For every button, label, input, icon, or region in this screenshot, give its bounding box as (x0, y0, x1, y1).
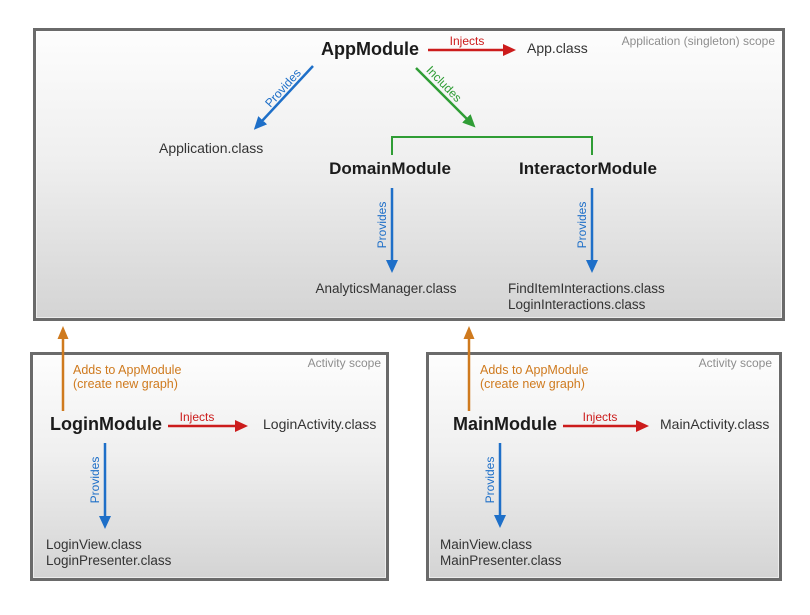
adds-note-login-line2: (create new graph) (73, 377, 178, 391)
login-module-title: LoginModule (50, 414, 162, 434)
main-view-class-text: MainView.class (440, 537, 533, 552)
main-presenter-class-text: MainPresenter.class (440, 552, 562, 568)
login-view-class-text: LoginView.class (46, 537, 142, 552)
analytics-manager-class-text: AnalyticsManager.class (315, 281, 457, 296)
provides-label-login: Provides (88, 456, 102, 504)
injects-label-login: Injects (179, 410, 215, 424)
provides-label-interactor: Provides (575, 201, 589, 249)
application-scope-box (33, 28, 785, 321)
provides-label-domain: Provides (375, 201, 389, 249)
finditem-interactions-class-text: FindItemInteractions.class (508, 281, 665, 296)
injects-label-main: Injects (582, 410, 618, 424)
adds-note-main: Adds to AppModule (create new graph) (480, 363, 588, 391)
interactor-module-title: InteractorModule (519, 159, 657, 178)
login-scope-label: Activity scope (307, 356, 381, 370)
app-class-text: App.class (527, 40, 588, 56)
injects-label-app: Injects (449, 34, 485, 48)
main-classes-list: MainView.class MainPresenter.class (440, 537, 562, 568)
adds-note-login: Adds to AppModule (create new graph) (73, 363, 181, 391)
login-classes-list: LoginView.class LoginPresenter.class (46, 537, 171, 568)
interactor-classes-list: FindItemInteractions.class LoginInteract… (508, 281, 665, 312)
main-activity-scope-box (426, 352, 782, 581)
login-activity-scope-box (30, 352, 389, 581)
application-scope-label: Application (singleton) scope (621, 34, 775, 48)
login-interactions-class-text: LoginInteractions.class (508, 296, 646, 312)
app-module-title: AppModule (321, 39, 419, 59)
adds-note-main-line1: Adds to AppModule (480, 363, 589, 377)
adds-note-main-line2: (create new graph) (480, 377, 585, 391)
main-module-title: MainModule (453, 414, 557, 434)
domain-module-title: DomainModule (329, 159, 451, 178)
provides-label-main: Provides (483, 456, 497, 504)
application-class-text: Application.class (159, 140, 264, 156)
main-activity-class-text: MainActivity.class (660, 416, 770, 432)
login-presenter-class-text: LoginPresenter.class (46, 552, 172, 568)
login-activity-class-text: LoginActivity.class (263, 416, 377, 432)
adds-note-login-line1: Adds to AppModule (73, 363, 182, 377)
main-scope-label: Activity scope (698, 356, 772, 370)
